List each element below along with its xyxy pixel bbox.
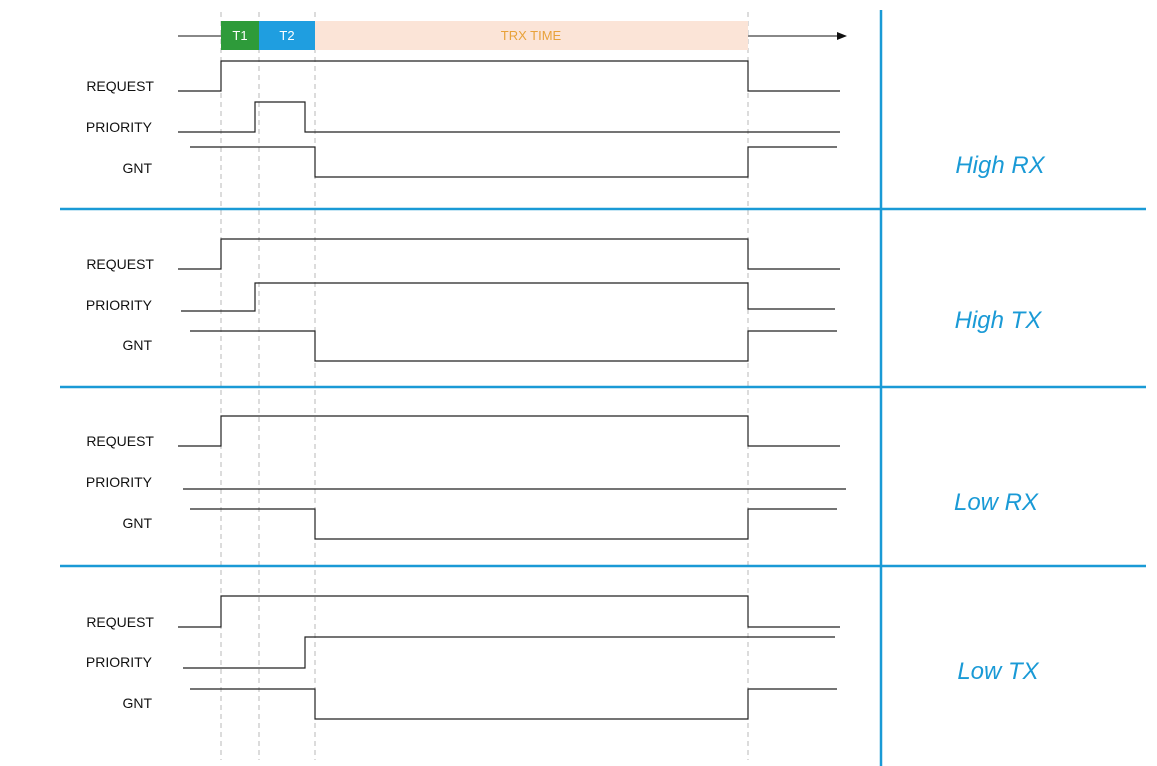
mode-label-low-tx: Low TX — [957, 658, 1039, 685]
waveform-request — [178, 60, 840, 92]
segment-t1-label: T1 — [232, 28, 247, 43]
waveform-request — [178, 415, 840, 447]
waveform-gnt — [190, 688, 837, 720]
segment-trx-time — [315, 21, 748, 50]
signal-label-priority: PRIORITY — [86, 297, 153, 313]
waveform-request — [178, 238, 840, 270]
waveform-gnt — [190, 508, 837, 540]
mode-label-high-rx: High RX — [955, 152, 1045, 179]
signal-label-request: REQUEST — [86, 78, 154, 94]
waveform-priority — [178, 101, 840, 133]
signal-label-gnt: GNT — [122, 515, 152, 531]
signal-label-priority: PRIORITY — [86, 654, 153, 670]
waveform-gnt — [190, 146, 837, 178]
signal-label-request: REQUEST — [86, 614, 154, 630]
timeline: T1 T2 TRX TIME — [178, 21, 847, 50]
separators — [60, 10, 1146, 766]
signal-label-gnt: GNT — [122, 160, 152, 176]
signal-label-priority: PRIORITY — [86, 474, 153, 490]
segment-t2-label: T2 — [279, 28, 294, 43]
mode-label-high-tx: High TX — [955, 307, 1043, 334]
segment-trx-time-label: TRX TIME — [501, 28, 562, 43]
signal-label-gnt: GNT — [122, 337, 152, 353]
waveform-request — [178, 595, 840, 628]
segment-t1 — [221, 21, 259, 50]
section-high-tx: REQUEST PRIORITY GNT High TX — [86, 238, 1043, 362]
segment-t2 — [259, 21, 315, 50]
section-low-rx: REQUEST PRIORITY GNT Low RX — [86, 415, 1039, 540]
mode-label-low-rx: Low RX — [954, 489, 1039, 516]
section-high-rx: REQUEST PRIORITY GNT High RX — [86, 60, 1046, 179]
section-low-tx: REQUEST PRIORITY GNT Low TX — [86, 595, 1040, 720]
signal-label-gnt: GNT — [122, 695, 152, 711]
signal-label-request: REQUEST — [86, 433, 154, 449]
waveform-priority — [183, 636, 835, 669]
signal-label-request: REQUEST — [86, 256, 154, 272]
waveform-gnt — [190, 330, 837, 362]
waveform-priority — [181, 282, 835, 312]
signal-label-priority: PRIORITY — [86, 119, 153, 135]
